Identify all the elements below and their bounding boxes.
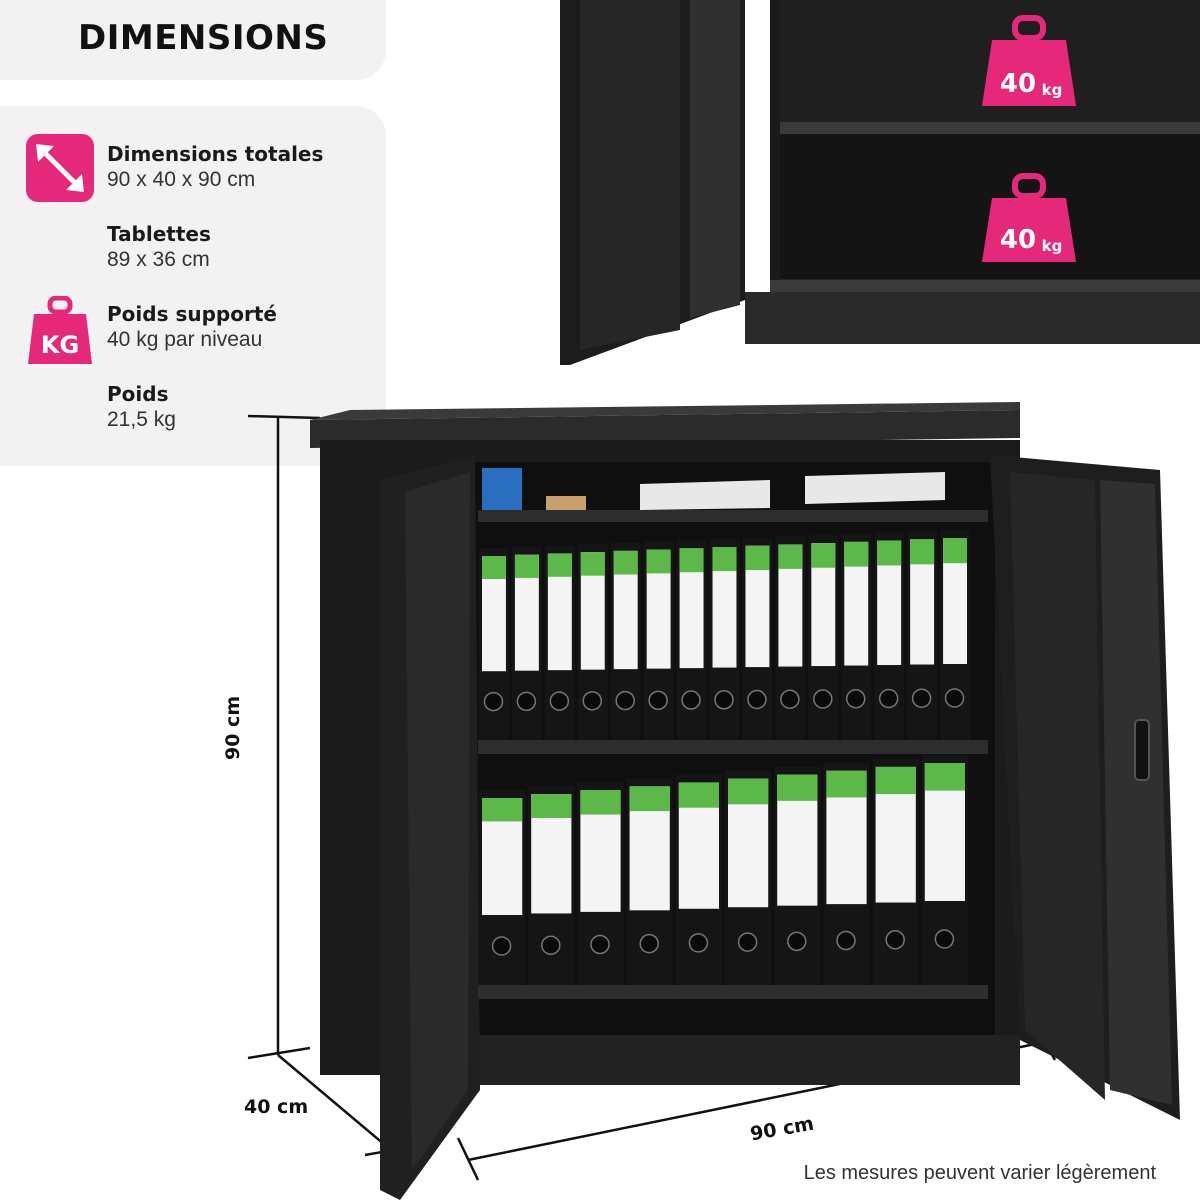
paper-tray xyxy=(640,480,770,510)
binder xyxy=(610,542,641,740)
binder xyxy=(479,790,526,985)
binder xyxy=(872,758,919,985)
svg-text:KG: KG xyxy=(41,331,79,359)
binder xyxy=(725,770,772,985)
binder xyxy=(874,532,905,740)
binder-row-lower xyxy=(479,755,968,985)
binder xyxy=(841,533,872,740)
binder-row-upper xyxy=(479,530,970,740)
depth-dimension-label: 40 cm xyxy=(244,1096,309,1118)
height-dimension-label: 90 cm xyxy=(222,695,244,760)
page-title: DIMENSIONS xyxy=(78,18,329,58)
binder xyxy=(676,540,707,740)
svg-text:40: 40 xyxy=(1000,69,1036,99)
binder xyxy=(577,544,608,740)
spec-load-capacity: Poids supporté 40 kg par niveau xyxy=(107,302,277,351)
binder xyxy=(775,536,806,740)
desk-organizer xyxy=(482,468,522,510)
binder xyxy=(643,541,674,740)
binder xyxy=(577,782,624,985)
weight-kg-icon: KG xyxy=(26,295,94,364)
binder xyxy=(544,545,575,740)
binder xyxy=(511,546,542,740)
spec-weight: Poids 21,5 kg xyxy=(107,382,176,431)
cabinet-photo xyxy=(247,402,1180,1200)
binder xyxy=(774,766,821,985)
spec-shelves: Tablettes 89 x 36 cm xyxy=(107,222,211,271)
shelf-load-badge-upper: 40 kg xyxy=(982,15,1076,106)
spec-total-dimensions: Dimensions totales 90 x 40 x 90 cm xyxy=(107,142,324,191)
shelf-detail-photo: 40 kg 40 kg xyxy=(560,0,1200,365)
resize-diagonal-icon xyxy=(26,134,94,202)
shelf-load-badge-lower: 40 kg xyxy=(982,173,1076,262)
stamp xyxy=(546,496,586,510)
binder xyxy=(626,778,673,985)
svg-text:kg: kg xyxy=(1042,81,1063,99)
binder xyxy=(528,786,575,985)
binder xyxy=(709,539,740,740)
binder xyxy=(808,535,839,740)
binder xyxy=(940,530,970,740)
binder xyxy=(823,762,870,985)
binder xyxy=(675,774,722,985)
binder xyxy=(742,537,773,740)
binder xyxy=(479,548,509,740)
svg-text:kg: kg xyxy=(1042,237,1063,255)
binder xyxy=(921,755,968,985)
svg-text:40: 40 xyxy=(1000,225,1036,255)
disclaimer-text: Les mesures peuvent varier légèrement xyxy=(803,1162,1156,1184)
binder xyxy=(907,531,938,740)
paper-tray xyxy=(805,472,945,504)
title-panel: DIMENSIONS xyxy=(0,0,386,80)
